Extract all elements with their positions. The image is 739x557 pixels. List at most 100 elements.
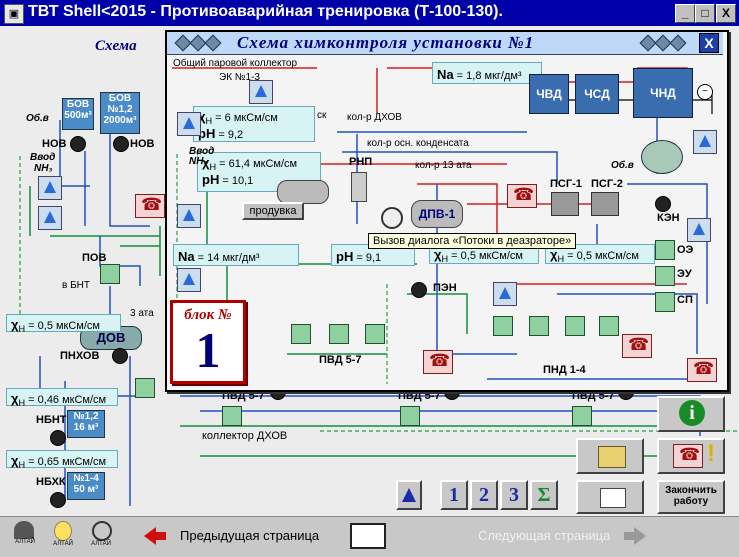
folder-button[interactable] — [576, 438, 644, 474]
readout-chi-left-2[interactable]: χН = 0,46 мкСм/см — [6, 388, 118, 408]
next-arrow-icon[interactable] — [634, 527, 646, 545]
phone-icon[interactable] — [135, 194, 165, 218]
turbine-csd[interactable]: ЧСД — [575, 74, 619, 114]
ph-value: = 10,1 — [219, 175, 254, 188]
operator-icon[interactable]: АЛТАЙ — [10, 521, 40, 551]
flask-icon[interactable] — [38, 206, 62, 230]
phone-icon[interactable] — [423, 350, 453, 374]
label-nbhk: НБХК — [36, 476, 66, 488]
readout-chi-3[interactable]: χН = 0,5 мкСм/см — [429, 244, 539, 264]
readout-chi-4[interactable]: χН = 0,5 мкСм/см — [545, 244, 655, 264]
pump-nbhk[interactable] — [50, 492, 66, 508]
phone-icon[interactable] — [622, 334, 652, 358]
flask-icon[interactable] — [693, 130, 717, 154]
pump-pen[interactable] — [411, 282, 427, 298]
next-page-link[interactable]: Следующая страница — [478, 528, 611, 543]
label-psg2: ПСГ-2 — [591, 178, 623, 190]
pump-ken[interactable] — [655, 196, 671, 212]
minimize-button[interactable]: _ — [675, 4, 695, 23]
book-icon[interactable] — [350, 523, 386, 549]
prev-arrow-icon[interactable] — [144, 527, 156, 545]
heat-exchanger[interactable] — [400, 406, 420, 426]
prev-page-link[interactable]: Предыдущая страница — [180, 528, 320, 543]
heater-psg1[interactable] — [551, 192, 579, 216]
finish-work-button[interactable]: Закончить работу — [657, 480, 725, 514]
heat-exchanger[interactable] — [135, 378, 155, 398]
dialog-close-button[interactable]: X — [699, 33, 719, 53]
page-2-button[interactable]: 2 — [470, 480, 498, 510]
heat-exchanger-pvd[interactable] — [329, 324, 349, 344]
phone-icon[interactable] — [687, 358, 717, 382]
lightbulb-icon[interactable]: АЛТАЙ — [48, 521, 78, 551]
generator-icon: ~ — [697, 84, 713, 100]
flask-icon[interactable] — [249, 80, 273, 104]
readout-na-mid[interactable]: Na = 14 мкг/дм³ — [173, 244, 299, 266]
readout-chi-left-3[interactable]: χН = 0,65 мкСм/см — [6, 450, 118, 470]
readout-na-top[interactable]: Na = 1,8 мкг/дм³ — [432, 62, 542, 84]
flask-icon[interactable] — [177, 112, 201, 136]
heat-exchanger-sp[interactable] — [655, 292, 675, 312]
flask-icon[interactable] — [687, 218, 711, 242]
heat-exchanger[interactable] — [222, 406, 242, 426]
turbine-cvd[interactable]: ЧВД — [529, 74, 569, 114]
sigma-button[interactable]: Σ — [530, 480, 558, 510]
icon-caption: АЛТАЙ — [15, 539, 35, 545]
heat-exchanger-oe[interactable] — [655, 240, 675, 260]
app-icon: ▣ — [4, 4, 24, 24]
heater-psg2[interactable] — [591, 192, 619, 216]
heat-exchanger-pnd[interactable] — [529, 316, 549, 336]
info-button[interactable]: i — [657, 396, 725, 432]
heat-exchanger-pnd[interactable] — [493, 316, 513, 336]
turbine-cnd[interactable]: ЧНД — [633, 68, 693, 118]
heat-exchanger-pvd[interactable] — [291, 324, 311, 344]
flask-icon[interactable] — [177, 268, 201, 292]
heat-exchanger-eu[interactable] — [655, 266, 675, 286]
heat-exchanger-pnd[interactable] — [599, 316, 619, 336]
page-1-button[interactable]: 1 — [440, 480, 468, 510]
produvka-button[interactable]: продувка — [242, 202, 304, 220]
rnp-vessel[interactable] — [351, 172, 367, 202]
flask-page-button[interactable] — [396, 480, 422, 510]
heat-exchanger[interactable] — [572, 406, 592, 426]
heat-exchanger-pnd[interactable] — [565, 316, 585, 336]
ph-label: pH — [198, 126, 216, 142]
schema-title: Схема — [95, 38, 137, 54]
ph1-line: pH = 9,2 — [198, 126, 310, 141]
chi-symbol: χ — [11, 453, 19, 468]
flask-icon[interactable] — [177, 204, 201, 228]
chi-sub: Н — [209, 162, 217, 173]
heat-exchanger-pvd[interactable] — [365, 324, 385, 344]
readout-chi-left-1[interactable]: χН = 0,5 мкСм/см — [6, 314, 121, 335]
maximize-button[interactable]: □ — [695, 4, 715, 23]
pump-nov2[interactable] — [113, 136, 129, 152]
page-3-button[interactable]: 3 — [500, 480, 528, 510]
alarm-phone-button[interactable]: ! — [657, 438, 725, 474]
drum[interactable] — [277, 180, 329, 204]
label-pvd57-b: ПВД 5-7 — [398, 390, 441, 402]
nbhk-num: №1-4 — [73, 473, 99, 484]
target-icon[interactable]: АЛТАЙ — [86, 521, 116, 551]
flask-icon[interactable] — [493, 282, 517, 306]
flask-icon[interactable] — [38, 176, 62, 200]
chi-sub: Н — [18, 324, 26, 335]
condenser[interactable] — [641, 140, 683, 174]
magnifier-icon[interactable] — [381, 207, 403, 229]
close-button[interactable]: X — [716, 4, 736, 23]
pump-nov1[interactable] — [70, 136, 86, 152]
pump-nbnt[interactable] — [50, 430, 66, 446]
label-rnp: РНП — [349, 156, 373, 168]
edit-button[interactable] — [576, 480, 644, 514]
label-psg1: ПСГ-1 — [550, 178, 582, 190]
phone-icon — [673, 444, 703, 468]
chem-control-dialog: Схема химконтроля установки №1 X — [165, 30, 729, 392]
heat-exchanger-pov[interactable] — [100, 264, 120, 284]
phone-icon[interactable] — [507, 184, 537, 208]
pump-pnhov[interactable] — [112, 348, 128, 364]
deaerator-dpv[interactable]: ДПВ-1 — [411, 200, 463, 228]
chi-sub: Н — [205, 116, 213, 127]
